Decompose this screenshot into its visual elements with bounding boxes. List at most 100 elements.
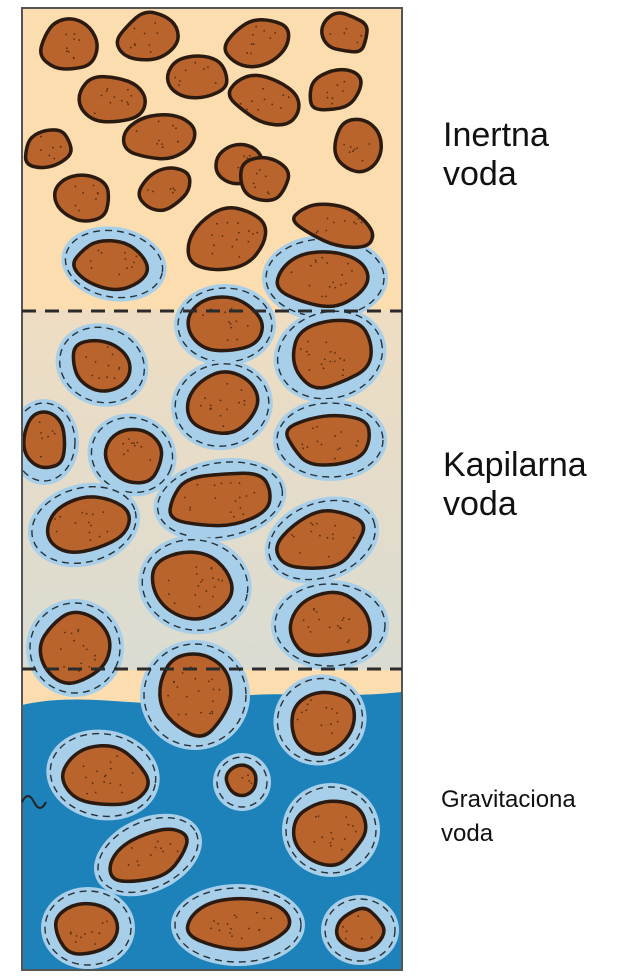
grain-speckle	[334, 352, 336, 354]
grain-speckle	[315, 261, 317, 263]
grain-speckle	[189, 509, 191, 511]
grain-speckle	[85, 356, 87, 358]
grain-speckle	[332, 282, 334, 284]
grain-speckle	[237, 222, 239, 224]
grain-speckle	[354, 149, 356, 151]
grain-speckle	[86, 793, 88, 795]
grain-speckle	[343, 359, 345, 361]
grain-speckle	[343, 617, 345, 619]
grain-speckle	[341, 849, 343, 851]
grain-speckle	[347, 263, 349, 265]
grain-speckle	[325, 230, 327, 232]
grain-speckle	[238, 167, 240, 169]
grain-speckle	[110, 102, 112, 104]
grain-speckle	[300, 348, 302, 350]
soil-grain	[241, 158, 289, 201]
grain-speckle	[231, 935, 233, 937]
grain-speckle	[326, 262, 328, 264]
grain-speckle	[194, 678, 196, 680]
grain-speckle	[106, 921, 108, 923]
grain-speckle	[154, 22, 156, 24]
grain-speckle	[144, 33, 146, 35]
grain-speckle	[251, 783, 253, 785]
grain-speckle	[310, 265, 312, 267]
grain-speckle	[71, 633, 73, 635]
grain-speckle	[121, 100, 123, 102]
grain-speckle	[80, 663, 82, 665]
inert-water-label-line1: Inertna	[443, 116, 549, 155]
soil-grain	[277, 252, 368, 307]
grain-speckle	[40, 149, 42, 151]
grain-speckle	[228, 321, 230, 323]
grain-speckle	[220, 400, 222, 402]
grain-speckle	[77, 629, 79, 631]
grain-speckle	[240, 507, 242, 509]
grain-speckle	[252, 34, 254, 36]
grain-speckle	[256, 173, 258, 175]
grain-speckle	[89, 532, 91, 534]
grain-speckle	[167, 695, 169, 697]
grain-speckle	[40, 432, 42, 434]
grain-speckle	[242, 513, 244, 515]
grain-speckle	[78, 210, 80, 212]
grain-speckle	[351, 270, 353, 272]
grain-speckle	[274, 32, 276, 34]
grain-speckle	[54, 518, 56, 520]
grain-speckle	[194, 594, 196, 596]
grain-speckle	[222, 425, 224, 427]
grain-speckle	[78, 39, 80, 41]
grain-speckle	[106, 90, 108, 92]
grain-speckle	[239, 497, 241, 499]
grain-speckle	[63, 666, 65, 668]
grain-speckle	[246, 495, 248, 497]
grain-speckle	[327, 92, 329, 94]
grain-speckle	[329, 626, 331, 628]
grain-speckle	[316, 232, 318, 234]
grain-speckle	[168, 580, 170, 582]
grain-speckle	[160, 847, 162, 849]
grain-speckle	[248, 780, 250, 782]
grain-speckle	[41, 438, 43, 440]
grain-speckle	[331, 103, 333, 105]
grain-speckle	[127, 450, 129, 452]
grain-speckle	[119, 367, 121, 369]
grain-speckle	[214, 586, 216, 588]
grain-speckle	[346, 28, 348, 30]
grain-speckle	[127, 89, 129, 91]
grain-speckle	[334, 435, 336, 437]
grain-speckle	[332, 838, 334, 840]
grain-speckle	[310, 531, 312, 533]
grain-speckle	[251, 100, 253, 102]
grain-speckle	[342, 926, 344, 928]
grain-speckle	[263, 30, 265, 32]
grain-speckle	[345, 938, 347, 940]
grain-speckle	[246, 109, 248, 111]
grain-speckle	[70, 931, 72, 933]
grain-speckle	[254, 492, 256, 494]
grain-speckle	[343, 32, 345, 34]
grain-speckle	[234, 914, 236, 916]
grain-speckle	[174, 189, 176, 191]
grain-speckle	[221, 483, 223, 485]
grain-speckle	[98, 377, 100, 379]
grain-speckle	[134, 43, 136, 45]
grain-speckle	[247, 774, 249, 776]
grain-speckle	[350, 146, 352, 148]
grain-speckle	[329, 33, 331, 35]
grain-speckle	[200, 581, 202, 583]
grain-speckle	[268, 193, 270, 195]
capillary-water-label-line1: Kapilarna	[443, 446, 587, 485]
grain-speckle	[59, 516, 61, 518]
grain-speckle	[179, 80, 181, 82]
grain-speckle	[174, 602, 176, 604]
grain-speckle	[56, 531, 58, 533]
grain-speckle	[107, 88, 109, 90]
grain-speckle	[123, 453, 125, 455]
grain-speckle	[246, 52, 248, 54]
soil-grain	[41, 19, 97, 69]
grain-speckle	[178, 714, 180, 716]
grain-speckle	[134, 28, 136, 30]
grain-speckle	[291, 534, 293, 536]
grain-speckle	[215, 82, 217, 84]
grain-speckle	[131, 847, 133, 849]
